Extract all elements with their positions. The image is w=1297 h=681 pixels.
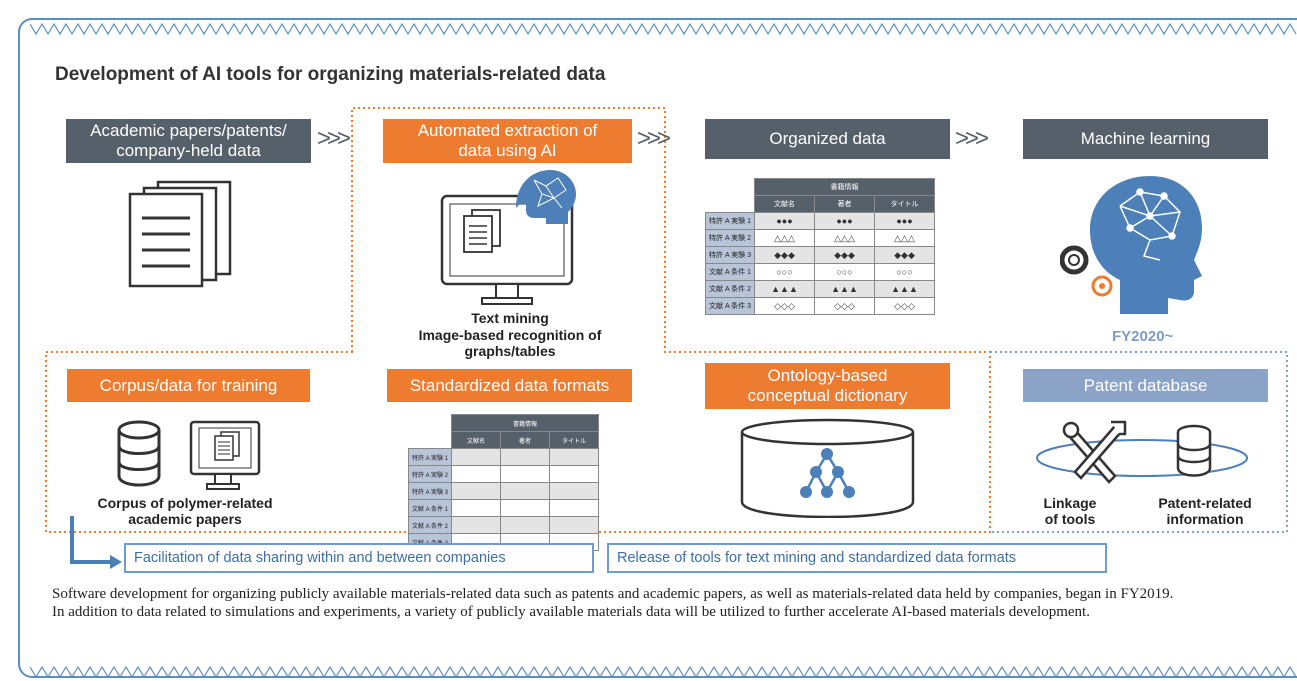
row-label: 文献 A 条件 2	[407, 516, 453, 534]
row-label: 特許 A 実験 3	[704, 246, 756, 264]
bottom-zigzag-border	[30, 665, 1297, 679]
tool-release-label: Release of tools for text mining and sta…	[607, 543, 1107, 573]
description-text: Software development for organizing publ…	[52, 585, 1267, 621]
table-cell: ◆◆◆	[814, 246, 876, 264]
row-label: 特許 A 実験 3	[407, 482, 453, 500]
table-cell: ◆◆◆	[754, 246, 816, 264]
row-label: 特許 A 実験 2	[407, 465, 453, 483]
fy2020-label: FY2020~	[1112, 328, 1174, 345]
patent-database-icon	[1176, 424, 1212, 477]
ai-head-icon	[1060, 176, 1202, 314]
row-label: 文献 A 条件 2	[704, 280, 756, 298]
automated-extraction-box: Automated extraction of data using AI	[383, 119, 632, 163]
data-sharing-label: Facilitation of data sharing within and …	[124, 543, 594, 573]
table-cell: ●●●	[754, 212, 816, 230]
table-cell: ○○○	[874, 263, 936, 281]
documents-icon	[128, 180, 232, 288]
patent-info-caption: Patent-related information	[1158, 495, 1252, 528]
machine-learning-box: Machine learning	[1023, 119, 1268, 159]
row-label: 特許 A 実験 2	[704, 229, 756, 247]
chevron-arrow-2: >>>	[637, 125, 671, 152]
image-recognition-caption: Image-based recognition of graphs/tables	[418, 327, 602, 360]
outer-frame	[18, 18, 1297, 678]
corpus-icons	[117, 420, 261, 490]
table-cell: ○○○	[754, 263, 816, 281]
table-cell: △△△	[754, 229, 816, 247]
table-cell: ●●●	[814, 212, 876, 230]
description-paragraph-1: Software development for organizing publ…	[52, 586, 1174, 602]
corpus-caption: Corpus of polymer-related academic paper…	[97, 495, 273, 528]
standardized-formats-box: Standardized data formats	[387, 369, 632, 402]
ontology-database-icon	[740, 418, 915, 518]
col-header: タイトル	[549, 431, 600, 449]
row-label: 文献 A 条件 3	[704, 297, 756, 315]
organized-data-box: Organized data	[705, 119, 950, 159]
tools-icon	[1062, 420, 1127, 484]
row-label: 文献 A 条件 1	[407, 499, 453, 517]
ai-computer-icon	[440, 170, 576, 305]
description-paragraph-2: In addition to data related to simulatio…	[52, 604, 1090, 620]
table-cell: ◇◇◇	[754, 297, 816, 315]
top-zigzag-border	[30, 22, 1297, 36]
col-header: タイトル	[874, 195, 936, 213]
col-header: 文献名	[754, 195, 816, 213]
organized-data-table: 書籍情報 文献名 著者 タイトル 特許 A 実験 1●●●●●●●●● 特許 A…	[704, 178, 936, 315]
corpus-training-box: Corpus/data for training	[67, 369, 310, 402]
table-cell: △△△	[814, 229, 876, 247]
table-cell: △△△	[874, 229, 936, 247]
table-group-header: 書籍情報	[754, 178, 936, 196]
table-cell: ▲▲▲	[814, 280, 876, 298]
linkage-icons	[1036, 420, 1248, 484]
table-cell: ○○○	[814, 263, 876, 281]
col-header: 著者	[814, 195, 876, 213]
linkage-caption: Linkage of tools	[1043, 495, 1097, 528]
col-header: 著者	[500, 431, 551, 449]
table-cell: ▲▲▲	[754, 280, 816, 298]
database-icon	[117, 420, 161, 487]
table-cell: ●●●	[874, 212, 936, 230]
academic-papers-box: Academic papers/patents/ company-held da…	[66, 119, 311, 163]
chevron-arrow-1: >>>	[317, 125, 351, 152]
patent-database-box: Patent database	[1023, 369, 1268, 402]
ontology-dictionary-box: Ontology-based conceptual dictionary	[705, 363, 950, 409]
computer-icon	[189, 420, 261, 490]
table-cell: ◇◇◇	[874, 297, 936, 315]
standardized-format-table: 書籍情報 文献名 著者 タイトル 特許 A 実験 1 特許 A 実験 2 特許 …	[407, 414, 600, 551]
table-cell: ◆◆◆	[874, 246, 936, 264]
row-label: 特許 A 実験 1	[704, 212, 756, 230]
text-mining-caption: Text mining	[471, 310, 549, 326]
table-cell: ◇◇◇	[814, 297, 876, 315]
row-label: 特許 A 実験 1	[407, 448, 453, 466]
col-header: 文献名	[451, 431, 502, 449]
chevron-arrow-3: >>>	[955, 125, 989, 152]
row-label: 文献 A 条件 1	[704, 263, 756, 281]
page-title: Development of AI tools for organizing m…	[55, 64, 606, 85]
table-cell: ▲▲▲	[874, 280, 936, 298]
table-group-header: 書籍情報	[451, 414, 600, 432]
